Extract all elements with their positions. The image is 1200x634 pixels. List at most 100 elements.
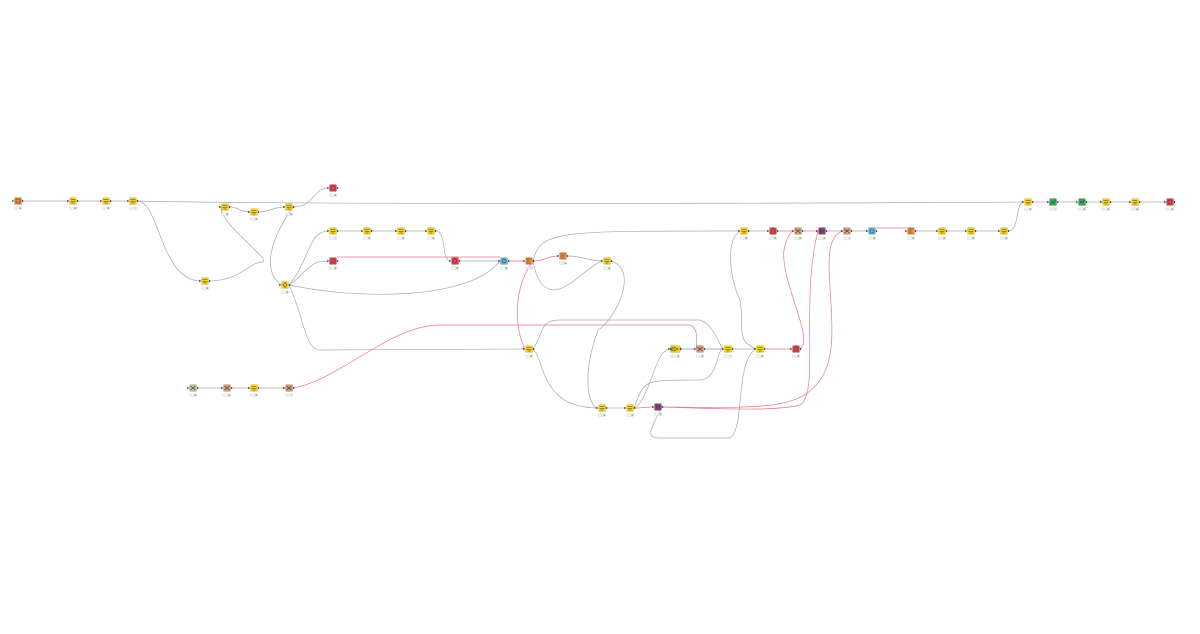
data-connection[interactable] — [532, 348, 599, 409]
output-port[interactable] — [1173, 200, 1176, 204]
node-body[interactable] — [598, 404, 606, 412]
node-manipulator[interactable] — [754, 345, 766, 358]
node-manipulator[interactable] — [1100, 198, 1112, 211]
input-port[interactable] — [601, 259, 604, 263]
output-port[interactable] — [21, 199, 24, 203]
input-port[interactable] — [187, 386, 190, 390]
output-port[interactable] — [661, 405, 664, 409]
input-port[interactable] — [425, 229, 428, 233]
node-manipulator[interactable] — [67, 197, 79, 210]
output-port[interactable] — [230, 386, 233, 390]
output-port[interactable] — [875, 229, 878, 233]
output-port[interactable] — [566, 254, 569, 258]
node-body[interactable] — [1078, 198, 1086, 206]
node-manipulator[interactable] — [1022, 198, 1034, 211]
output-port[interactable] — [458, 259, 461, 263]
input-port[interactable] — [327, 186, 330, 190]
data-connection[interactable] — [532, 260, 604, 291]
node-manipulator[interactable] — [127, 197, 139, 210]
data-connection[interactable] — [228, 206, 251, 213]
input-port[interactable] — [694, 347, 697, 351]
flow-variable-connection[interactable] — [633, 406, 655, 409]
input-port[interactable] — [841, 229, 844, 233]
output-port[interactable] — [1085, 200, 1088, 204]
node-manipulator[interactable] — [425, 227, 437, 240]
input-port[interactable] — [668, 347, 671, 351]
input-port[interactable] — [498, 259, 501, 263]
node-sink[interactable] — [694, 345, 706, 358]
node-writer[interactable] — [1164, 198, 1176, 211]
output-port[interactable] — [196, 386, 199, 390]
input-port[interactable] — [652, 405, 655, 409]
output-port[interactable] — [507, 259, 510, 263]
output-port[interactable] — [532, 347, 535, 351]
input-port[interactable] — [936, 229, 939, 233]
flow-variable-connection[interactable] — [292, 324, 698, 389]
output-port[interactable] — [292, 205, 295, 209]
output-port[interactable] — [532, 259, 535, 263]
node-writer[interactable] — [767, 227, 779, 240]
node-body[interactable] — [525, 345, 533, 353]
output-port[interactable] — [404, 229, 407, 233]
input-port[interactable] — [67, 199, 70, 203]
node-writer[interactable] — [327, 184, 339, 197]
output-port[interactable] — [850, 229, 853, 233]
input-port[interactable] — [1076, 200, 1079, 204]
input-port[interactable] — [905, 229, 908, 233]
input-port[interactable] — [12, 199, 15, 203]
input-port[interactable] — [449, 259, 452, 263]
input-port[interactable] — [1047, 200, 1050, 204]
output-port[interactable] — [1031, 200, 1034, 204]
node-view[interactable] — [1076, 198, 1088, 211]
node-body[interactable] — [1131, 198, 1139, 206]
input-port[interactable] — [624, 406, 627, 410]
output-port[interactable] — [747, 229, 750, 233]
node-sink[interactable] — [283, 384, 295, 397]
output-port[interactable] — [257, 386, 260, 390]
node-manipulator[interactable] — [1129, 198, 1141, 211]
input-port[interactable] — [767, 229, 770, 233]
output-port[interactable] — [731, 347, 734, 351]
node-manipulator[interactable] — [523, 345, 535, 358]
node-body[interactable] — [329, 227, 337, 235]
output-port[interactable] — [336, 229, 339, 233]
node-body[interactable] — [868, 227, 876, 235]
input-port[interactable] — [965, 229, 968, 233]
node-manipulator[interactable] — [722, 345, 734, 358]
node-body[interactable] — [818, 227, 826, 235]
output-port[interactable] — [257, 210, 260, 214]
output-port[interactable] — [679, 347, 682, 351]
node-manipulator[interactable] — [965, 227, 977, 240]
node-manipulator[interactable] — [248, 208, 260, 221]
input-port[interactable] — [395, 229, 398, 233]
output-port[interactable] — [228, 205, 231, 209]
output-port[interactable] — [76, 199, 79, 203]
output-port[interactable] — [370, 229, 373, 233]
input-port[interactable] — [279, 283, 282, 287]
data-connection[interactable] — [288, 260, 330, 286]
node-other[interactable] — [498, 257, 510, 270]
flow-variable-connection[interactable] — [783, 230, 805, 350]
input-port[interactable] — [327, 259, 330, 263]
node-manipulator[interactable] — [219, 203, 231, 216]
output-port[interactable] — [208, 279, 211, 283]
output-port[interactable] — [336, 186, 339, 190]
input-port[interactable] — [248, 210, 251, 214]
input-port[interactable] — [816, 229, 819, 233]
node-manipulator[interactable] — [936, 227, 948, 240]
node-body[interactable] — [756, 345, 764, 353]
node-body[interactable] — [938, 227, 946, 235]
output-port[interactable] — [801, 229, 804, 233]
input-port[interactable] — [790, 347, 793, 351]
input-port[interactable] — [1164, 200, 1167, 204]
input-port[interactable] — [219, 205, 222, 209]
node-body[interactable] — [201, 277, 209, 285]
node-manipulator[interactable] — [361, 227, 373, 240]
output-port[interactable] — [825, 229, 828, 233]
node-other[interactable] — [866, 227, 878, 240]
data-connection[interactable] — [288, 260, 501, 295]
node-body[interactable] — [221, 203, 229, 211]
flow-variable-connection[interactable] — [532, 255, 560, 262]
node-body[interactable] — [250, 208, 258, 216]
